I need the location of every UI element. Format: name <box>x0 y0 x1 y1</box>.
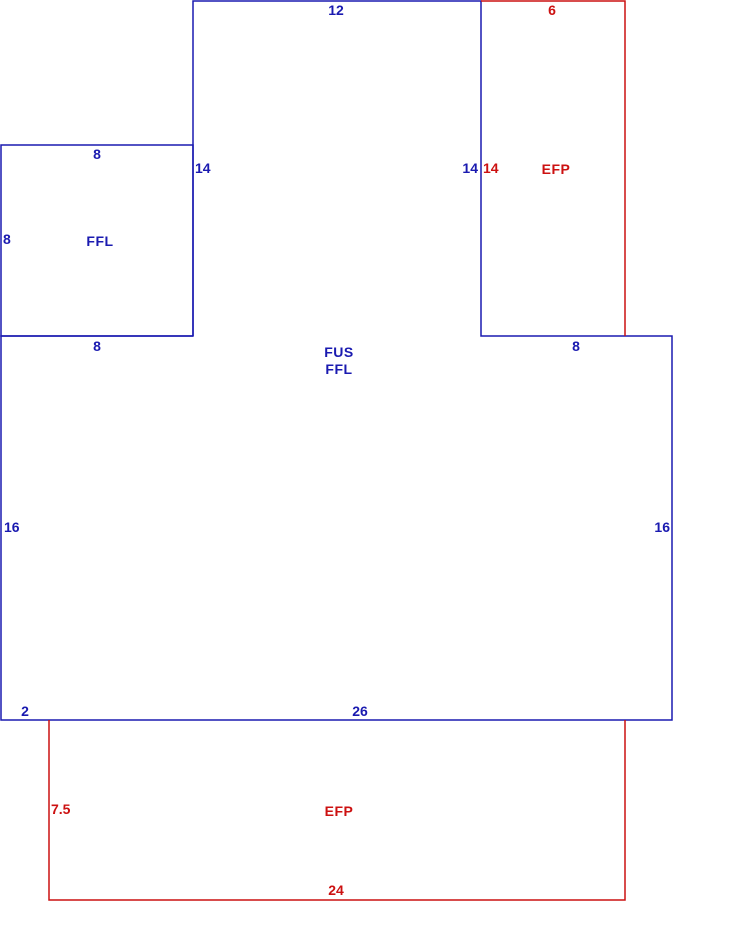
dim-main-right-top: 8 <box>572 338 580 354</box>
front-porch-outline <box>481 0 626 336</box>
dim-left-wing-left: 8 <box>3 231 11 247</box>
main-area-label-2: FFL <box>325 361 352 377</box>
dim-left-wing-top: 8 <box>93 146 101 162</box>
rear-porch-area-label: EFP <box>325 803 354 819</box>
main-area-label-1: FUS <box>324 344 354 360</box>
dim-main-left: 16 <box>4 519 20 535</box>
rear-porch-outline <box>48 720 626 901</box>
left-wing-outline <box>0 144 194 337</box>
dim-rear-porch-bottom: 24 <box>328 882 344 898</box>
dim-left-wing-bottom: 8 <box>93 338 101 354</box>
dim-rear-porch-left: 7.5 <box>51 801 71 817</box>
dim-main-bottom: 26 <box>352 703 368 719</box>
dim-front-porch-top: 6 <box>548 2 556 18</box>
dim-top-wing-right: 14 <box>462 160 478 176</box>
dim-main-right: 16 <box>654 519 670 535</box>
dim-top-wing-top: 12 <box>328 2 344 18</box>
left-wing-area-label: FFL <box>86 233 113 249</box>
front-porch-area-label: EFP <box>542 161 571 177</box>
dim-front-porch-left: 14 <box>483 160 499 176</box>
dim-main-bottom-offset: 2 <box>21 703 29 719</box>
main-living-outline <box>0 0 673 721</box>
dim-top-wing-left: 14 <box>195 160 211 176</box>
